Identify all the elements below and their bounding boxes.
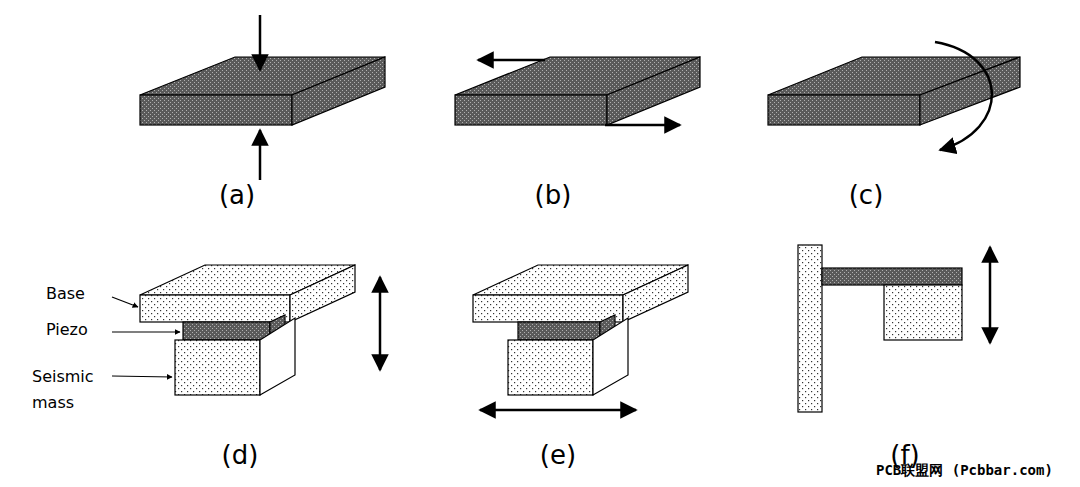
part-name: Seismic mass [32,364,102,415]
part-name: Base [46,285,85,303]
panel-caption: (d) [222,441,259,470]
watermark: PCB联盟网 (Pcbbar.com) [876,463,1053,478]
part-name: Piezo [46,321,88,339]
panel-caption: (e) [540,441,576,470]
panel-caption: (b) [535,181,572,210]
panel-caption: (c) [849,181,884,210]
panel-caption: (a) [219,181,255,210]
